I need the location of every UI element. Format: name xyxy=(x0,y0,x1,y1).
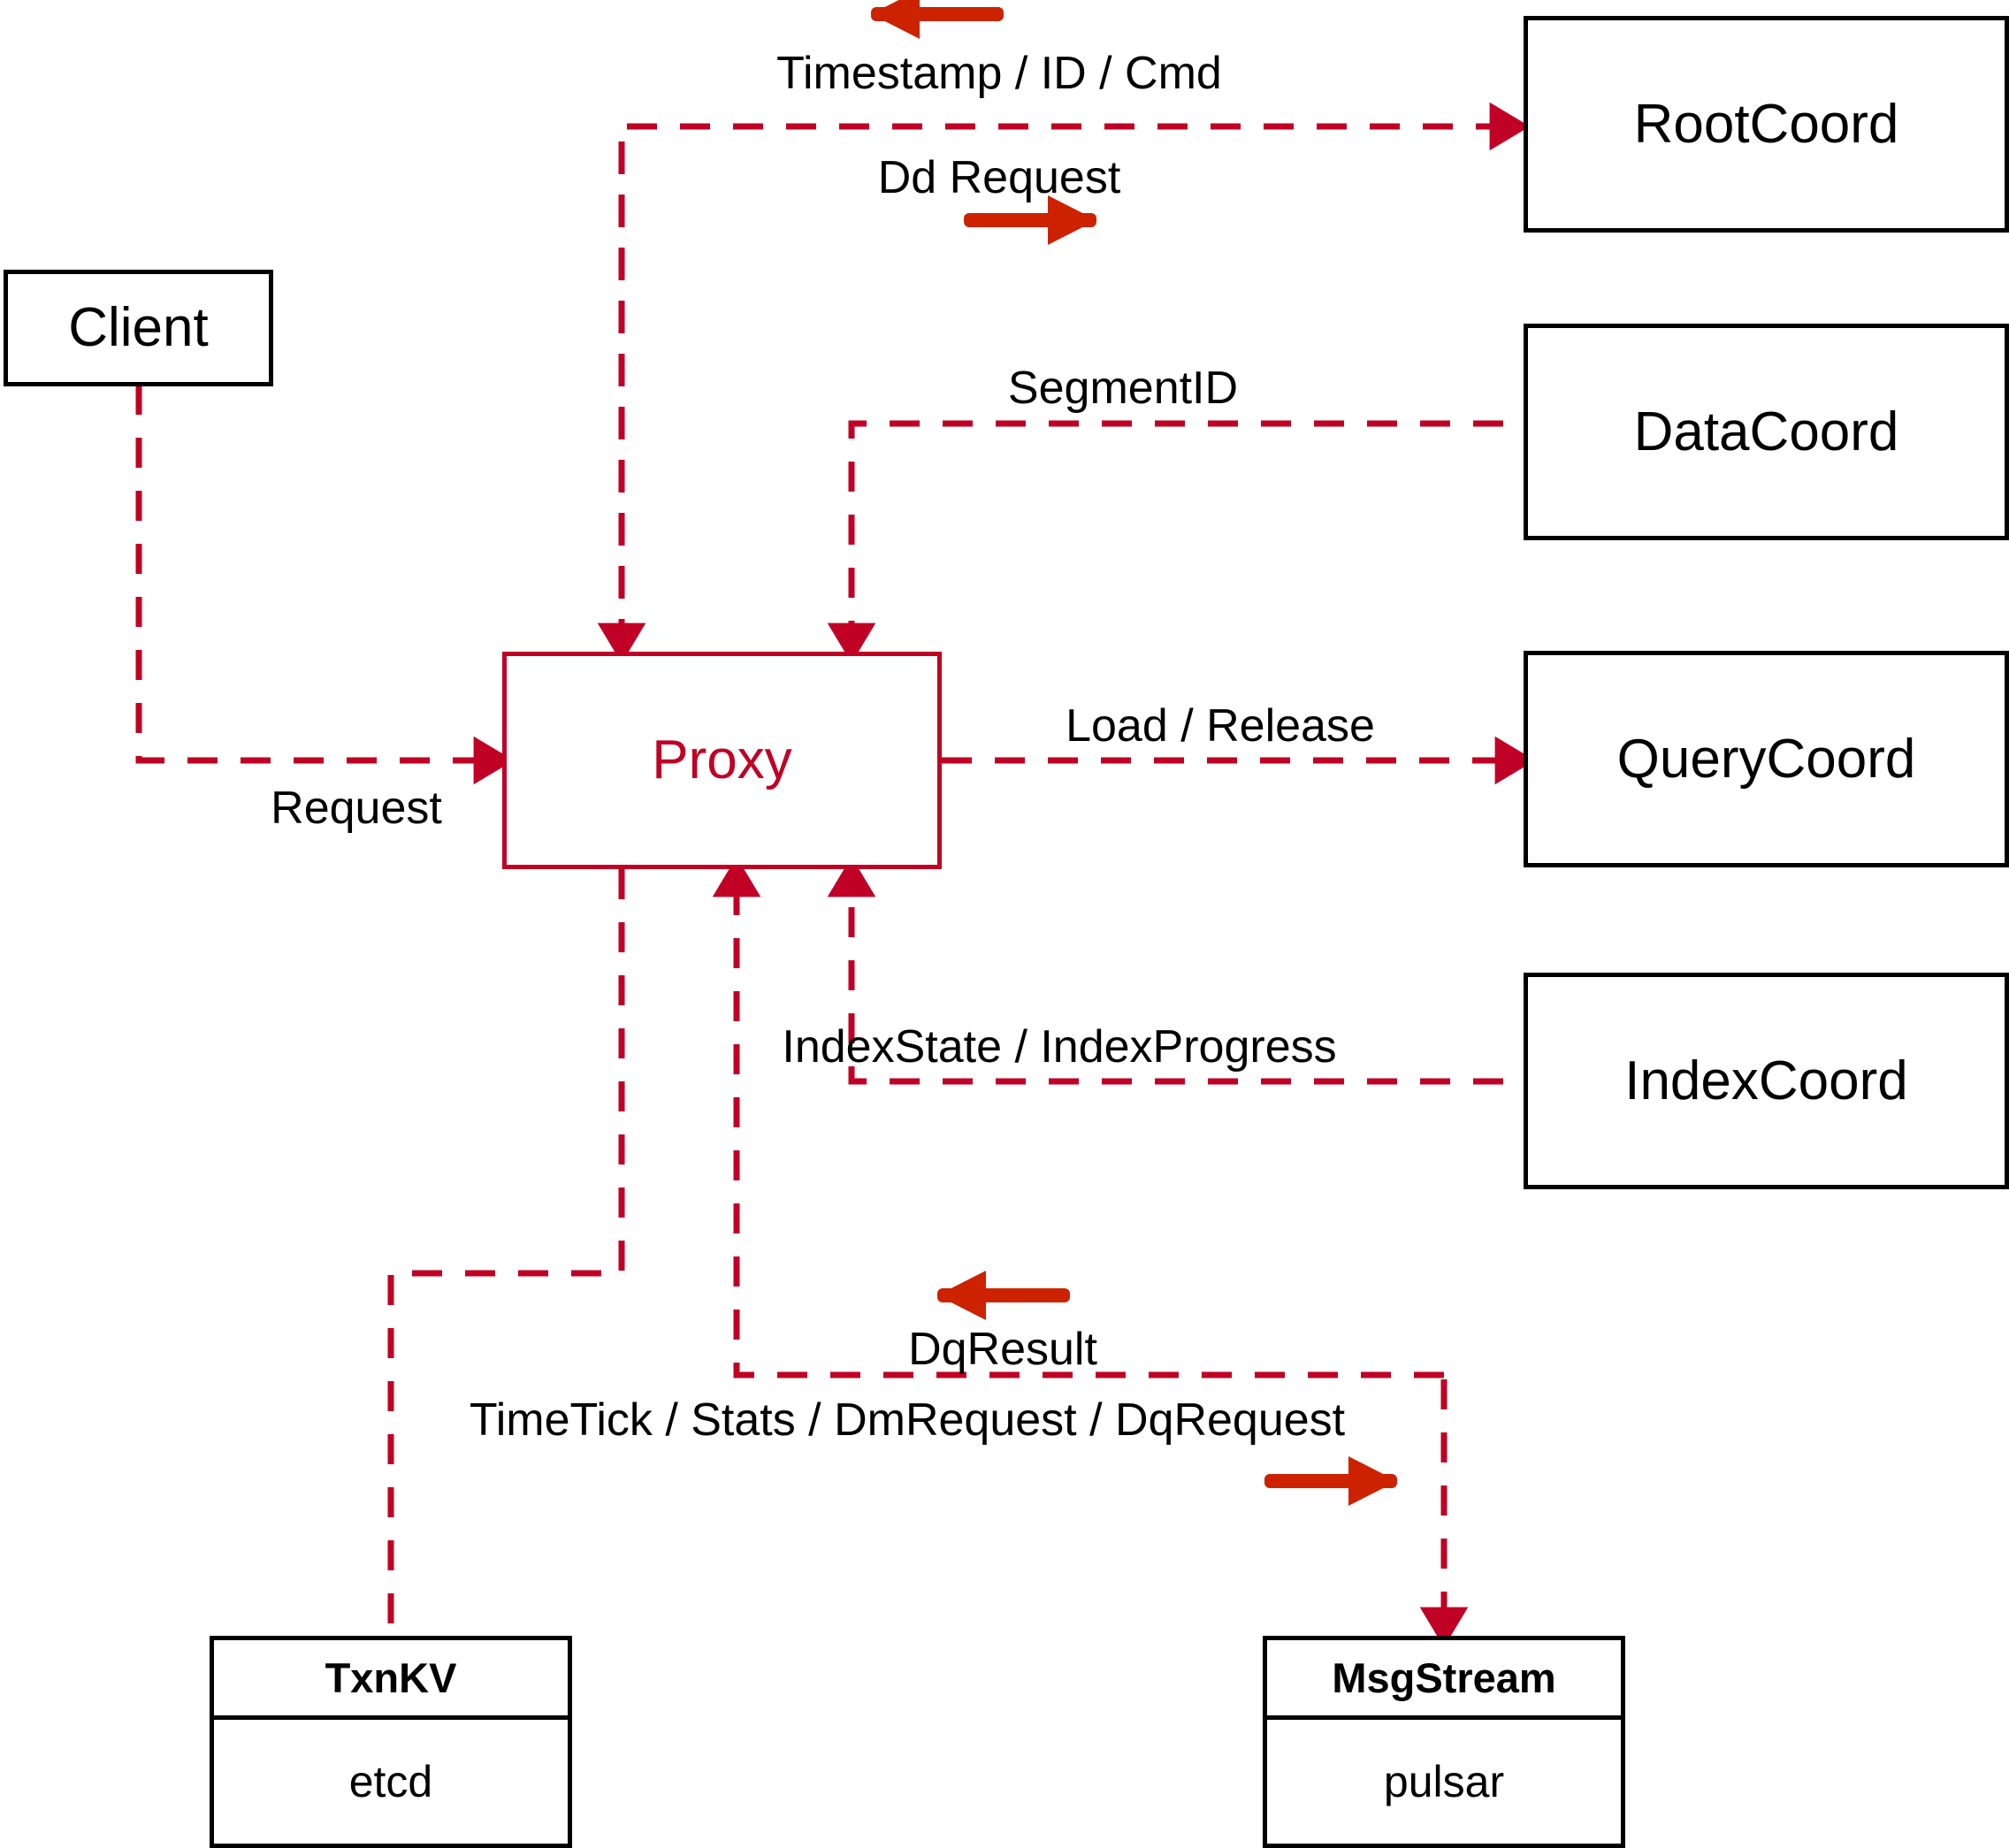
node-txnkv-impl: etcd xyxy=(348,1757,433,1806)
node-querycoord-label: QueryCoord xyxy=(1616,728,1916,790)
dashed-connectors xyxy=(135,102,1536,1648)
edge-label-request: Request xyxy=(271,783,442,834)
node-querycoord[interactable]: QueryCoord xyxy=(1524,651,2009,867)
edge-datacoord-proxy xyxy=(827,420,1503,664)
direction-arrow-left-timestamp xyxy=(871,0,1004,39)
node-txnkv-header: TxnKV xyxy=(214,1640,568,1720)
edge-label-timestamp-id-cmd: Timestamp / ID / Cmd xyxy=(776,48,1222,99)
node-rootcoord-label: RootCoord xyxy=(1633,93,1899,155)
edge-label-dd-request: Dd Request xyxy=(877,152,1121,203)
node-client-label: Client xyxy=(68,297,209,358)
edge-label-dq-result: DqResult xyxy=(908,1324,1097,1375)
edge-label-timetick-stats: TimeTick / Stats / DmRequest / DqRequest xyxy=(469,1394,1346,1446)
node-proxy-label: Proxy xyxy=(652,729,792,790)
node-msgstream-title: MsgStream xyxy=(1332,1654,1556,1701)
node-msgstream-header: MsgStream xyxy=(1267,1640,1621,1720)
node-client[interactable]: Client xyxy=(4,270,273,386)
edge-proxy-txnkv xyxy=(387,869,625,1636)
edge-label-segment-id: SegmentID xyxy=(1007,363,1239,414)
node-msgstream-impl: pulsar xyxy=(1383,1757,1505,1806)
node-txnkv-title: TxnKV xyxy=(325,1654,457,1701)
edge-label-load-release: Load / Release xyxy=(1066,700,1375,752)
node-datacoord[interactable]: DataCoord xyxy=(1524,324,2009,540)
node-msgstream-body: pulsar xyxy=(1267,1720,1621,1844)
direction-arrows xyxy=(871,0,1397,1506)
edge-client-proxy xyxy=(135,385,515,785)
direction-arrow-left-dqresult xyxy=(937,1271,1070,1320)
node-proxy[interactable]: Proxy xyxy=(502,652,942,869)
edge-label-index-state-progress: IndexState / IndexProgress xyxy=(782,1021,1337,1073)
direction-arrow-right-ddrequest xyxy=(964,195,1096,245)
node-rootcoord[interactable]: RootCoord xyxy=(1524,16,2009,233)
node-msgstream[interactable]: MsgStream pulsar xyxy=(1263,1636,1625,1848)
node-indexcoord-label: IndexCoord xyxy=(1624,1050,1908,1111)
node-txnkv[interactable]: TxnKV etcd xyxy=(210,1636,572,1848)
node-txnkv-body: etcd xyxy=(214,1720,568,1844)
node-indexcoord[interactable]: IndexCoord xyxy=(1524,973,2009,1189)
node-datacoord-label: DataCoord xyxy=(1633,401,1899,462)
edge-msgstream-proxy-dqresult xyxy=(712,856,1444,1378)
edge-indexcoord-proxy xyxy=(827,856,1503,1085)
direction-arrow-right-timetick xyxy=(1264,1456,1397,1506)
